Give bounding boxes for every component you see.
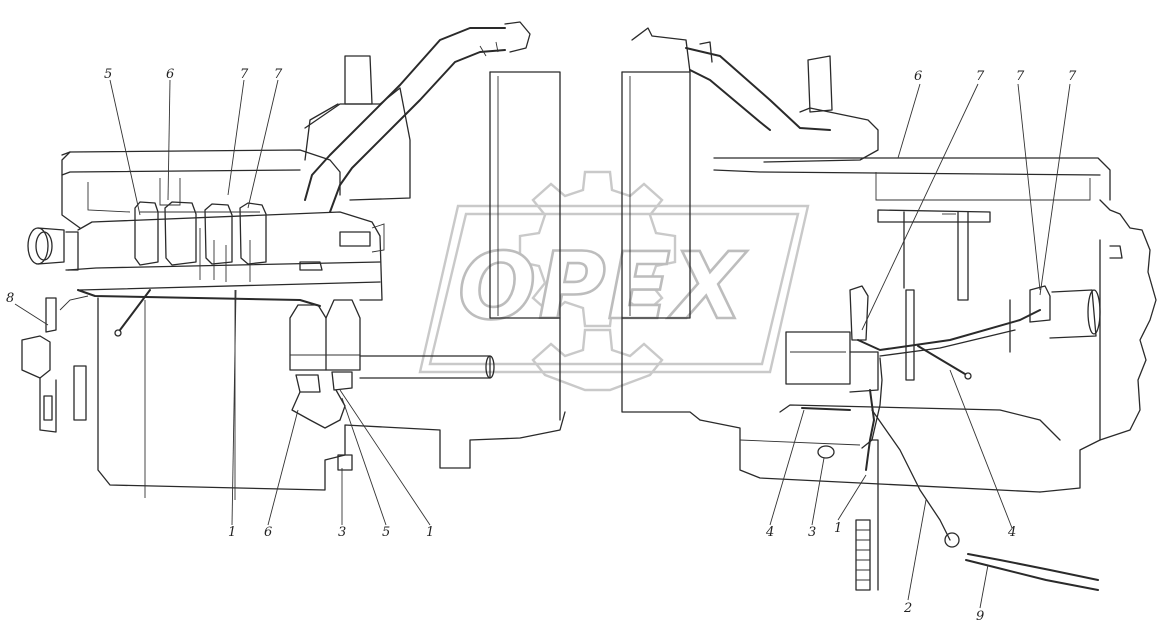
callout-label: 1 — [426, 525, 434, 540]
callout-label: 7 — [274, 67, 283, 82]
callout-label: 7 — [976, 69, 985, 84]
fuel-filters — [289, 299, 361, 429]
callout-label: 5 — [382, 525, 390, 540]
left-engine-section — [21, 21, 566, 500]
callout-label: 7 — [240, 67, 249, 82]
callout-label: 7 — [1068, 69, 1077, 84]
left-injector-row — [134, 201, 267, 282]
callout-label: 2 — [903, 601, 912, 616]
callout-label: 5 — [104, 67, 112, 82]
callout-label: 8 — [6, 291, 14, 306]
callouts: 5 6 7 7 8 1 6 3 5 1 6 7 7 7 4 3 1 2 4 9 — [6, 67, 1077, 624]
callout-label: 6 — [166, 67, 174, 82]
watermark-frame — [418, 204, 810, 374]
leader-lines — [14, 79, 1071, 609]
watermark-text: OPEX — [458, 233, 747, 340]
callout-label: 3 — [338, 525, 346, 540]
pulley — [27, 227, 79, 271]
terminal-strip — [855, 439, 879, 591]
callout-label: 7 — [1016, 69, 1025, 84]
callout-label: 6 — [264, 525, 272, 540]
callout-label: 1 — [228, 525, 236, 540]
watermark: OPEX — [418, 170, 810, 392]
callout-label: 1 — [834, 521, 842, 536]
callout-label: 4 — [1007, 525, 1016, 540]
callout-label: 9 — [976, 609, 984, 624]
right-engine-section — [621, 27, 1157, 591]
callout-label: 3 — [808, 525, 816, 540]
callout-label: 6 — [914, 69, 922, 84]
callout-label: 4 — [765, 525, 774, 540]
